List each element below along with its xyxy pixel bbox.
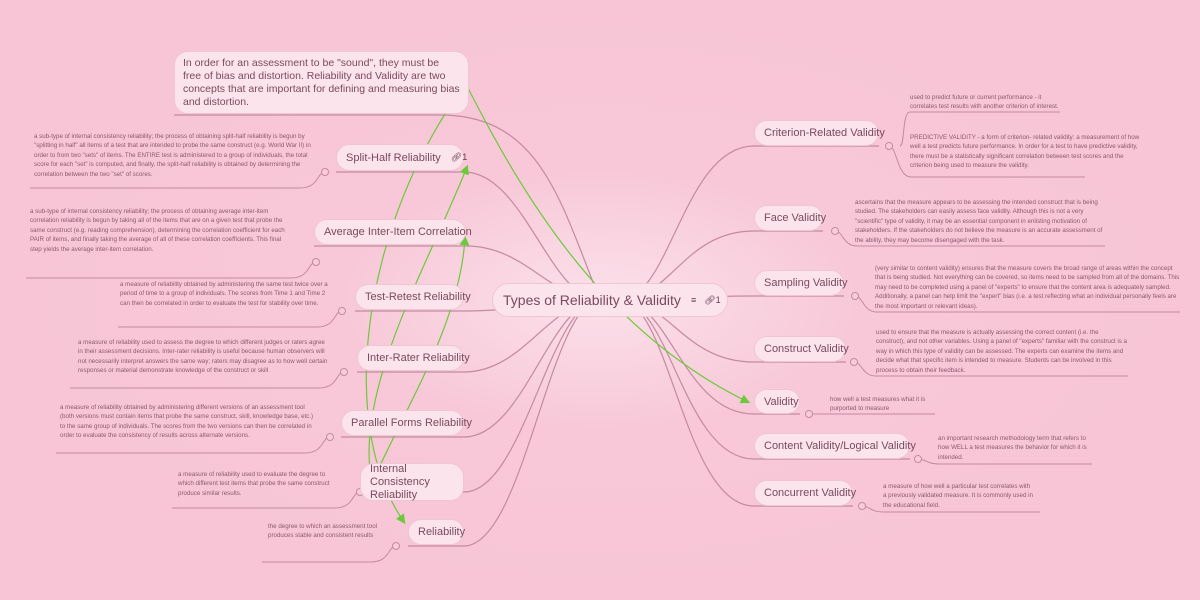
collapse-toggle[interactable] — [338, 307, 346, 315]
link-count: 1 — [715, 294, 721, 305]
note-split-half: a sub-type of internal consistency relia… — [34, 133, 311, 178]
collapse-toggle[interactable] — [885, 142, 893, 150]
topic-validity[interactable]: Validity — [754, 389, 800, 414]
note-test-retest: a measure of reliability obtained by adm… — [120, 281, 328, 307]
note-construct-validity: used to ensure that the measure is actua… — [876, 329, 1127, 374]
note-reliability: the degree to which an assessment tool p… — [268, 523, 378, 540]
topic-label: Construct Validity — [764, 343, 849, 355]
note-sampling-validity: (very similar to content validity) ensur… — [875, 265, 1180, 310]
topic-inter-rater-reliability[interactable]: Inter-Rater Reliability — [357, 345, 470, 371]
link-count: 1 — [462, 152, 468, 162]
link-icon[interactable]: 🔗︎1 — [704, 294, 721, 305]
intro-topic[interactable]: In order for an assessment to be "sound"… — [174, 51, 469, 114]
topic-concurrent-validity[interactable]: Concurrent Validity — [754, 480, 857, 506]
topic-label: Inter-Rater Reliability — [367, 352, 470, 364]
central-topic[interactable]: Types of Reliability & Validity ≡ 🔗︎1 — [492, 283, 728, 317]
note-content-validity: an important research methodology term t… — [938, 435, 1087, 461]
topic-test-retest-reliability[interactable]: Test-Retest Reliability — [355, 284, 471, 310]
note-criterion-related: used to predict future or current perfor… — [910, 94, 1059, 111]
note-line — [118, 310, 343, 328]
note-validity: how well a test measures what it is purp… — [830, 396, 926, 413]
topic-label: Concurrent Validity — [764, 487, 857, 499]
relationship-arrow — [467, 87, 751, 404]
collapse-toggle[interactable] — [321, 168, 329, 176]
topic-label: Face Validity — [764, 212, 827, 224]
note-inter-rater: a measure of reliability used to assess … — [78, 339, 328, 375]
topic-content-validity[interactable]: Content Validity/Logical Validity — [754, 433, 916, 459]
collapse-toggle[interactable] — [326, 433, 334, 441]
collapse-toggle[interactable] — [340, 368, 348, 376]
branch-line — [619, 299, 853, 507]
note-face-validity: ascertains that the measure appears to b… — [855, 199, 1103, 244]
topic-average-inter-item-correlation[interactable]: Average Inter-Item Correlation — [314, 219, 472, 245]
topic-label: Sampling Validity — [764, 277, 848, 289]
collapse-toggle[interactable] — [831, 227, 839, 235]
note-parallel-forms: a measure of reliability obtained by adm… — [60, 404, 314, 440]
topic-label: Validity — [764, 395, 799, 408]
note-line — [26, 261, 317, 279]
collapse-toggle[interactable] — [805, 410, 813, 418]
collapse-toggle[interactable] — [851, 292, 859, 300]
collapse-toggle[interactable] — [392, 542, 400, 550]
topic-label: Criterion-Related Validity — [764, 127, 885, 139]
link-icon[interactable]: 🔗︎1 — [450, 152, 468, 162]
note-concurrent-validity: a measure of how well a particular test … — [883, 483, 1033, 509]
topic-label: Test-Retest Reliability — [365, 291, 471, 303]
topic-internal-consistency-reliability[interactable]: Internal Consistency Reliability — [360, 463, 464, 501]
topic-split-half-reliability[interactable]: Split-Half Reliability 🔗︎1 — [336, 144, 468, 171]
relationship-arrow — [365, 113, 446, 524]
branch-line — [174, 114, 601, 301]
topic-label: Split-Half Reliability — [346, 151, 441, 164]
topic-face-validity[interactable]: Face Validity — [754, 205, 827, 231]
topic-reliability[interactable]: Reliability — [408, 519, 466, 545]
note-predictive-validity: PREDICTIVE VALIDITY - a form of criterio… — [910, 134, 1140, 170]
topic-label: Content Validity/Logical Validity — [764, 440, 916, 452]
topic-sampling-validity[interactable]: Sampling Validity — [754, 270, 848, 296]
topic-label: Internal Consistency Reliability — [370, 462, 430, 501]
note-internal-consistency: a measure of reliability used to evaluat… — [178, 471, 330, 497]
collapse-toggle[interactable] — [914, 455, 922, 463]
topic-construct-validity[interactable]: Construct Validity — [754, 336, 849, 362]
note-line — [899, 111, 1060, 147]
topic-criterion-related-validity[interactable]: Criterion-Related Validity — [754, 120, 885, 146]
note-line — [262, 545, 397, 563]
note-average-inter-item: a sub-type of internal consistency relia… — [30, 208, 285, 253]
notes-icon[interactable]: ≡ — [690, 295, 697, 305]
topic-label: Parallel Forms Reliability — [351, 417, 473, 429]
topic-label: Average Inter-Item Correlation — [324, 226, 472, 238]
topic-parallel-forms-reliability[interactable]: Parallel Forms Reliability — [341, 410, 472, 436]
collapse-toggle[interactable] — [312, 258, 320, 266]
topic-label: Reliability — [418, 526, 466, 538]
collapse-toggle[interactable] — [858, 502, 866, 510]
central-topic-label: Types of Reliability & Validity — [503, 292, 681, 308]
collapse-toggle[interactable] — [850, 358, 858, 366]
